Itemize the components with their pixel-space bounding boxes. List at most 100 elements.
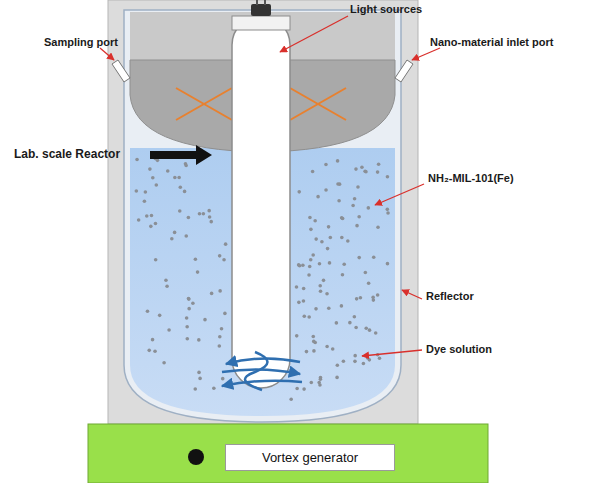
particle <box>153 349 157 353</box>
particle <box>210 292 214 296</box>
particle <box>355 297 359 301</box>
particle <box>363 169 367 173</box>
particle <box>353 354 357 358</box>
particle <box>341 217 345 221</box>
particle <box>340 304 344 308</box>
particle <box>173 176 177 180</box>
lamp-top <box>232 16 290 30</box>
particle <box>329 236 333 240</box>
particle <box>372 298 376 302</box>
particle <box>191 301 195 305</box>
particle <box>309 381 313 385</box>
particle <box>340 216 344 220</box>
particle <box>187 307 191 311</box>
particle <box>194 257 198 261</box>
particle <box>377 163 381 167</box>
particle <box>367 206 371 210</box>
particle <box>319 289 323 293</box>
particle <box>324 163 328 167</box>
particle <box>357 256 361 260</box>
particle <box>342 359 346 363</box>
particle <box>185 337 189 341</box>
particle <box>318 383 322 387</box>
particle <box>324 188 328 192</box>
particle <box>218 344 222 348</box>
particle <box>314 237 318 241</box>
particle <box>341 273 345 277</box>
particle <box>208 215 212 219</box>
particle <box>308 265 312 269</box>
particle <box>187 297 191 301</box>
particle <box>355 224 359 228</box>
particle <box>302 287 306 291</box>
particle <box>137 218 141 222</box>
particle <box>353 197 357 201</box>
particle <box>220 327 224 331</box>
particle <box>165 284 169 288</box>
particle <box>162 361 166 365</box>
lamp-plug <box>251 4 271 16</box>
sampling-port <box>112 60 130 82</box>
particle <box>386 208 390 212</box>
particle <box>308 216 312 220</box>
particle <box>135 189 139 193</box>
particle <box>353 360 357 364</box>
particle <box>359 296 363 300</box>
callout-label: Dye solution <box>426 343 492 356</box>
particle <box>212 386 216 390</box>
particle <box>340 236 344 240</box>
vortex-base <box>88 424 488 483</box>
particle <box>135 158 139 162</box>
particle <box>354 167 358 171</box>
particle <box>289 398 293 402</box>
particle <box>218 335 222 339</box>
callout-label: NH₂-MIL-101(Fe) <box>428 172 514 185</box>
particle <box>312 349 316 353</box>
particle <box>146 310 150 314</box>
reactor-housing <box>108 0 418 424</box>
particle <box>346 239 350 243</box>
particle <box>338 182 342 186</box>
particle <box>144 190 148 194</box>
particle <box>187 216 191 220</box>
callout-label: Light sources <box>350 3 422 16</box>
particle <box>378 356 382 360</box>
particle <box>311 253 315 257</box>
particle <box>187 297 191 301</box>
particle <box>178 209 182 213</box>
particle <box>364 170 368 174</box>
particle <box>218 289 222 293</box>
particle <box>356 185 360 189</box>
particle <box>156 159 160 163</box>
particle <box>147 349 151 353</box>
particle <box>313 219 317 223</box>
particle <box>311 335 315 339</box>
particle <box>154 222 158 226</box>
control-panel-box: Vortex generator <box>225 444 395 471</box>
particle <box>316 195 320 199</box>
particle <box>364 271 368 275</box>
particle <box>325 292 329 296</box>
particle <box>197 371 201 375</box>
particle <box>331 347 335 351</box>
particle <box>143 199 147 203</box>
particle <box>297 301 301 305</box>
particle <box>376 170 380 174</box>
particle <box>154 258 158 262</box>
lamp-tube <box>232 16 290 388</box>
particle <box>337 199 341 203</box>
particle <box>222 258 226 262</box>
particle <box>309 228 313 232</box>
particle <box>353 315 357 319</box>
particle <box>301 263 305 267</box>
particle <box>145 214 149 218</box>
particle <box>364 326 368 330</box>
particle <box>357 215 361 219</box>
particle <box>372 255 376 259</box>
particle <box>158 314 162 318</box>
particle <box>326 247 330 251</box>
particle <box>351 204 355 208</box>
particle <box>295 334 299 338</box>
particle <box>360 165 364 169</box>
